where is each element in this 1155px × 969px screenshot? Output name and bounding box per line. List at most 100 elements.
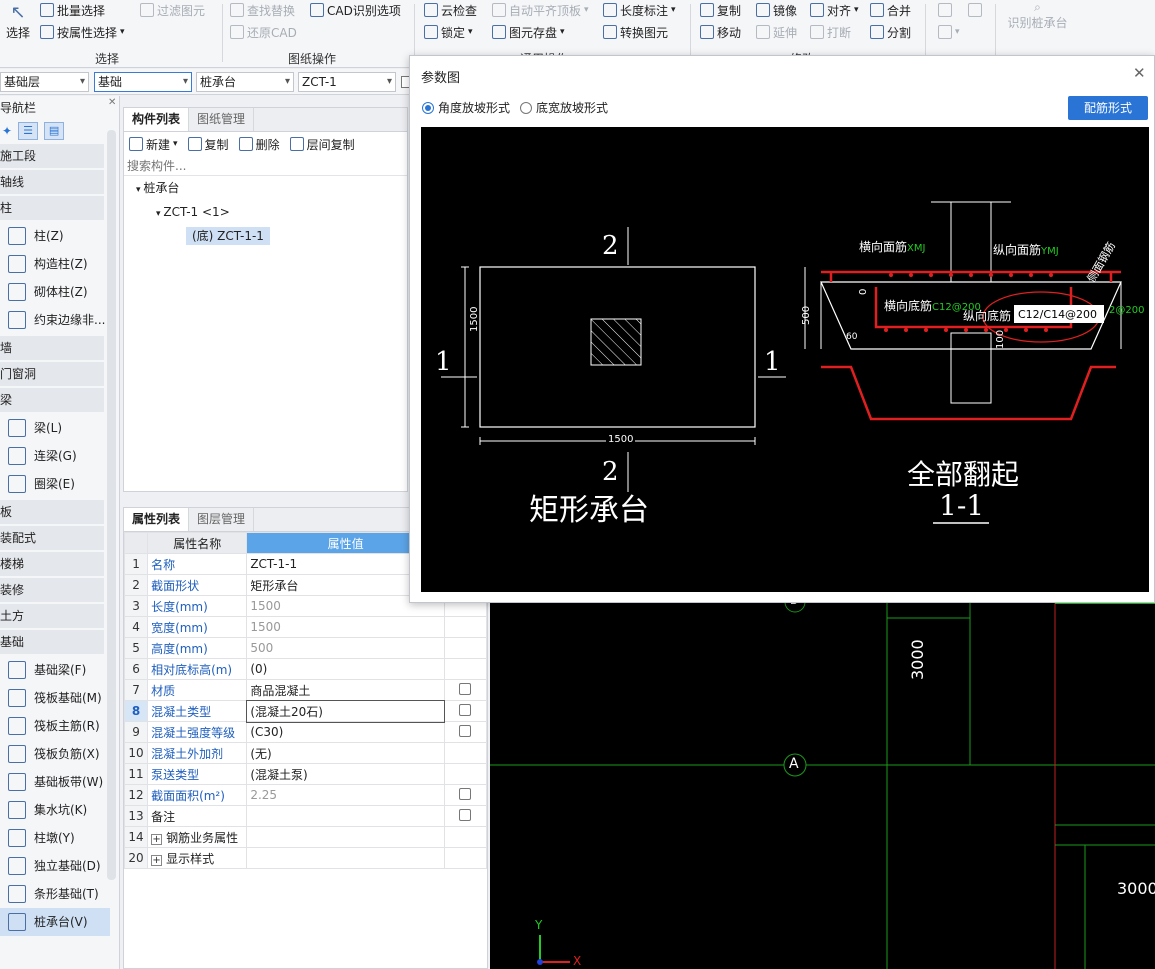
nav-item[interactable]: 约束边缘非... bbox=[0, 306, 110, 334]
property-checkbox[interactable] bbox=[459, 703, 472, 716]
nav-item[interactable]: 基础板带(W) bbox=[0, 768, 110, 796]
break-button[interactable]: 打断 bbox=[810, 22, 851, 42]
property-value[interactable]: (C30) bbox=[246, 721, 445, 743]
tab-component-list[interactable]: 构件列表 bbox=[124, 108, 190, 131]
delete-component-button[interactable]: 删除 bbox=[238, 136, 280, 153]
floor-copy-button[interactable]: 层间复制 bbox=[289, 136, 355, 153]
tree-child[interactable]: ▾ ZCT-1 <1> bbox=[156, 205, 230, 219]
align-button[interactable]: 对齐▾ bbox=[810, 0, 859, 20]
split-button[interactable]: 分割 bbox=[870, 22, 911, 42]
property-value[interactable]: 500 bbox=[246, 637, 445, 659]
nav-category[interactable]: 墙 bbox=[0, 336, 104, 360]
property-checkbox[interactable] bbox=[459, 682, 472, 695]
cad-options-button[interactable]: CAD识别选项 bbox=[310, 0, 401, 20]
radio-angle-slope[interactable]: 角度放坡形式 bbox=[422, 99, 510, 116]
element-save-button[interactable]: 图元存盘▾ bbox=[492, 22, 565, 42]
component-search-input[interactable] bbox=[124, 156, 407, 176]
nav-item[interactable]: 连梁(G) bbox=[0, 442, 110, 470]
nav-scrollbar[interactable] bbox=[107, 130, 116, 880]
nav-item[interactable]: 基础梁(F) bbox=[0, 656, 110, 684]
extend-button[interactable]: 延伸 bbox=[756, 22, 797, 42]
radio-bottom-width-slope[interactable]: 底宽放坡形式 bbox=[520, 99, 608, 116]
expand-icon[interactable]: + bbox=[151, 833, 163, 845]
nav-category[interactable]: 板 bbox=[0, 500, 104, 524]
nav-item[interactable]: 梁(L) bbox=[0, 414, 110, 442]
draw-line-button[interactable] bbox=[938, 0, 952, 20]
tree-root[interactable]: ▾ 桩承台 bbox=[136, 181, 180, 195]
nav-item[interactable]: 筏板基础(M) bbox=[0, 684, 110, 712]
floor-select[interactable]: 基础层 bbox=[0, 72, 89, 92]
component-select[interactable]: ZCT-1 bbox=[298, 72, 396, 92]
nav-category[interactable]: 梁 bbox=[0, 388, 104, 412]
nav-item[interactable]: 筏板主筋(R) bbox=[0, 712, 110, 740]
nav-category[interactable]: 土方 bbox=[0, 604, 104, 628]
property-row[interactable]: 20+显示样式 bbox=[123, 847, 488, 869]
move-button[interactable]: 移动 bbox=[700, 22, 741, 42]
identify-pile-cap-button[interactable]: ⌕ 识别桩承台 bbox=[1007, 0, 1068, 30]
tab-property-list[interactable]: 属性列表 bbox=[124, 508, 190, 531]
new-component-button[interactable]: 新建▾ bbox=[129, 136, 178, 153]
nav-category[interactable]: 楼梯 bbox=[0, 552, 104, 576]
find-replace-button[interactable]: 查找替换 bbox=[230, 0, 295, 20]
convert-element-button[interactable]: 转换图元 bbox=[603, 22, 668, 42]
property-value[interactable] bbox=[246, 826, 445, 848]
select-by-attr-button[interactable]: 按属性选择▾ bbox=[40, 22, 125, 42]
property-value[interactable]: (无) bbox=[246, 742, 445, 764]
property-value[interactable] bbox=[246, 847, 445, 869]
property-checkbox[interactable] bbox=[459, 724, 472, 737]
auto-align-button[interactable]: 自动平齐顶板▾ bbox=[492, 0, 589, 20]
batch-select-button[interactable]: 批量选择 bbox=[40, 0, 105, 20]
nav-item[interactable]: 构造柱(Z) bbox=[0, 250, 110, 278]
nav-category[interactable]: 基础 bbox=[0, 630, 104, 654]
nav-category[interactable]: 施工段 bbox=[0, 144, 104, 168]
copy-button[interactable]: 复制 bbox=[700, 0, 741, 20]
property-value[interactable]: 2.25 bbox=[246, 784, 445, 806]
property-value[interactable]: 商品混凝土 bbox=[246, 679, 445, 701]
copy-component-button[interactable]: 复制 bbox=[187, 136, 229, 153]
nav-category[interactable]: 轴线 bbox=[0, 170, 104, 194]
drawing-canvas[interactable]: B A 3000 3000 Y X bbox=[490, 600, 1155, 969]
nav-item[interactable]: 圈梁(E) bbox=[0, 470, 110, 498]
nav-item[interactable]: 独立基础(D) bbox=[0, 852, 110, 880]
nav-item[interactable]: 集水坑(K) bbox=[0, 796, 110, 824]
tab-drawing-manage[interactable]: 图纸管理 bbox=[189, 108, 255, 131]
nav-item[interactable]: 筏板负筋(X) bbox=[0, 740, 110, 768]
property-value[interactable]: 1500 bbox=[246, 616, 445, 638]
rebar-form-button[interactable]: 配筋形式 bbox=[1068, 96, 1148, 120]
property-row[interactable]: 14+钢筋业务属性 bbox=[123, 826, 488, 848]
tab-layer-manage[interactable]: 图层管理 bbox=[189, 508, 255, 531]
nav-item[interactable]: 桩承台(V) bbox=[0, 908, 110, 936]
merge-button[interactable]: 合并 bbox=[870, 0, 911, 20]
property-checkbox[interactable] bbox=[459, 808, 472, 821]
type-select[interactable]: 桩承台 bbox=[196, 72, 294, 92]
nav-item[interactable]: 柱墩(Y) bbox=[0, 824, 110, 852]
dialog-close-icon[interactable]: ✕ bbox=[1133, 64, 1146, 82]
property-value[interactable]: (混凝土20石) bbox=[245, 699, 446, 723]
nav-item[interactable]: 条形基础(T) bbox=[0, 880, 110, 908]
property-checkbox[interactable] bbox=[459, 787, 472, 800]
category-select[interactable]: 基础 bbox=[94, 72, 192, 92]
tree-leaf-selected[interactable]: (底) ZCT-1-1 bbox=[186, 227, 270, 245]
filter-element-button[interactable]: 过滤图元 bbox=[140, 0, 205, 20]
nav-item[interactable]: 柱(Z) bbox=[0, 222, 110, 250]
restore-cad-button[interactable]: 还原CAD bbox=[230, 22, 297, 42]
property-value[interactable]: (0) bbox=[246, 658, 445, 680]
length-mark-button[interactable]: 长度标注▾ bbox=[603, 0, 676, 20]
nav-expand-icon[interactable]: ✦ bbox=[2, 124, 13, 138]
nav-category[interactable]: 装配式 bbox=[0, 526, 104, 550]
draw-arc-button[interactable]: ▾ bbox=[938, 22, 960, 42]
draw-rect-button[interactable] bbox=[968, 0, 982, 20]
lock-button[interactable]: 锁定▾ bbox=[424, 22, 473, 42]
nav-item[interactable]: 砌体柱(Z) bbox=[0, 278, 110, 306]
